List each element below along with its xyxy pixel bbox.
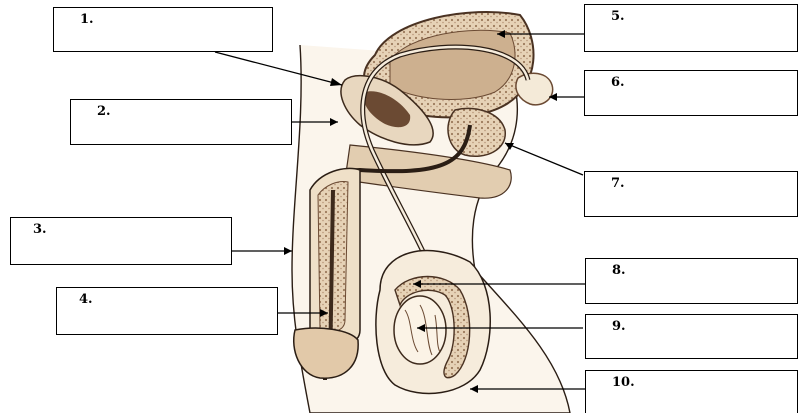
label-number: 9.: [612, 319, 626, 334]
label-number: 5.: [611, 9, 625, 24]
label-number: 8.: [612, 263, 626, 278]
label-box-7[interactable]: 7.: [584, 171, 798, 217]
label-box-3[interactable]: 3.: [10, 217, 232, 265]
label-number: 7.: [611, 176, 625, 191]
label-number: 3.: [33, 222, 47, 237]
label-box-9[interactable]: 9.: [585, 314, 798, 359]
label-box-10[interactable]: 10.: [585, 370, 798, 413]
label-box-6[interactable]: 6.: [584, 70, 798, 116]
label-box-8[interactable]: 8.: [585, 258, 798, 304]
label-number: 2.: [97, 104, 111, 119]
label-number: 4.: [79, 292, 93, 307]
label-box-5[interactable]: 5.: [584, 4, 798, 52]
label-box-4[interactable]: 4.: [56, 287, 278, 335]
testis: [394, 296, 446, 364]
label-box-1[interactable]: 1.: [53, 7, 273, 52]
label-box-2[interactable]: 2.: [70, 99, 292, 145]
label-number: 1.: [80, 12, 94, 27]
label-number: 10.: [612, 375, 635, 390]
seminal-vesicle: [516, 73, 553, 105]
label-number: 6.: [611, 75, 625, 90]
